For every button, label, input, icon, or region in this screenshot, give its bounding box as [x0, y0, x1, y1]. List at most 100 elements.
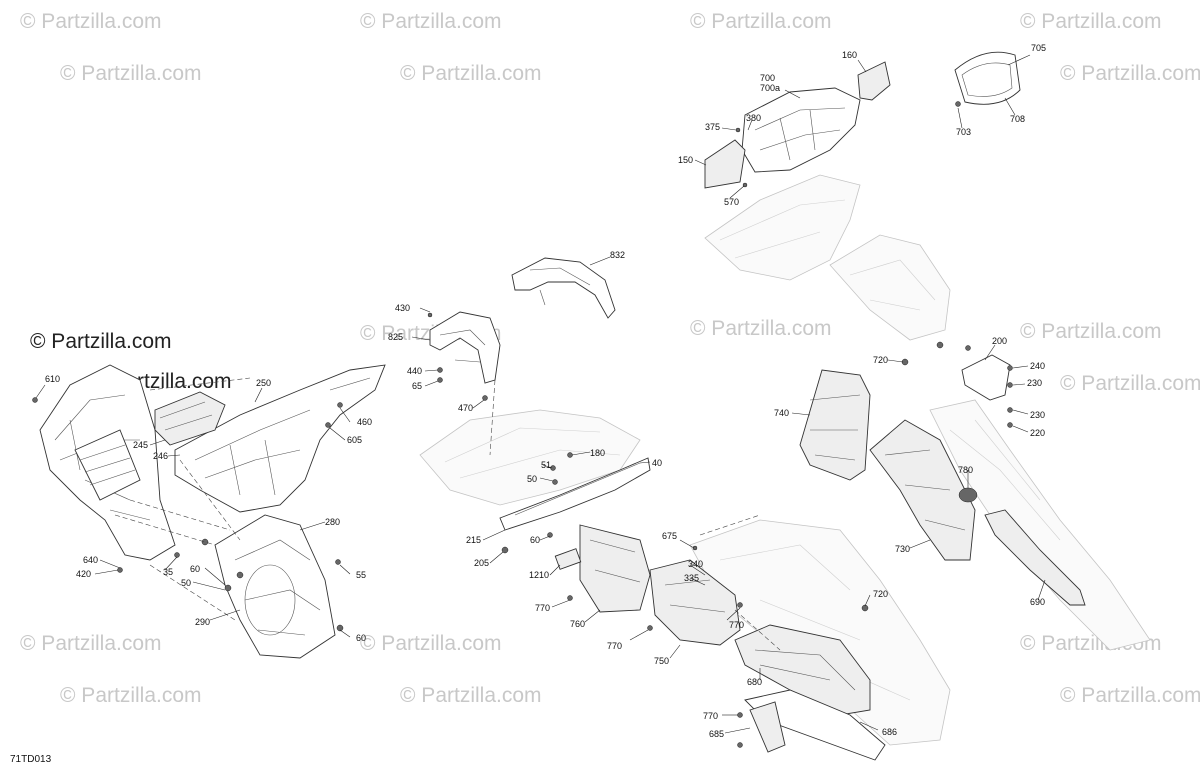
- watermark: © Partzilla.com: [400, 62, 542, 85]
- callout-labels: 160 705 700 700a 375 380 150 570 703 708…: [45, 43, 1046, 739]
- callout-40[interactable]: 40: [652, 458, 662, 468]
- watermark: © Partzilla.com: [1020, 10, 1162, 33]
- callout-680[interactable]: 680: [747, 677, 762, 687]
- callout-55[interactable]: 55: [356, 570, 366, 580]
- dashboard-top: [741, 87, 861, 173]
- callout-605[interactable]: 605: [347, 435, 362, 445]
- callout-205[interactable]: 205: [474, 558, 489, 568]
- right-panels: [734, 354, 1086, 761]
- crossmember-40: [499, 457, 651, 531]
- side-body-ghost: [929, 399, 1151, 651]
- callout-470[interactable]: 470: [458, 403, 473, 413]
- callout-1210[interactable]: 1210: [529, 570, 549, 580]
- callout-50[interactable]: 50: [527, 474, 537, 484]
- panel-760: [579, 524, 651, 613]
- callout-703[interactable]: 703: [956, 127, 971, 137]
- callout-290[interactable]: 290: [195, 617, 210, 627]
- watermark: © Partzilla.com: [20, 632, 162, 655]
- callout-770[interactable]: 770: [607, 641, 622, 651]
- callout-780[interactable]: 780: [958, 465, 973, 475]
- callout-51[interactable]: 51: [541, 460, 551, 470]
- panel-750: [649, 559, 741, 646]
- callout-430[interactable]: 430: [395, 303, 410, 313]
- callout-675[interactable]: 675: [662, 531, 677, 541]
- callout-686[interactable]: 686: [882, 727, 897, 737]
- callout-375[interactable]: 375: [705, 122, 720, 132]
- callout-825[interactable]: 825: [388, 332, 403, 342]
- callout-610[interactable]: 610: [45, 374, 60, 384]
- callout-640[interactable]: 640: [83, 555, 98, 565]
- callout-770[interactable]: 770: [703, 711, 718, 721]
- callout-65[interactable]: 65: [412, 381, 422, 391]
- callout-60[interactable]: 60: [356, 633, 366, 643]
- leader-lines: [35, 54, 1046, 734]
- watermark: © Partzilla.com: [20, 10, 162, 33]
- callout-35[interactable]: 35: [163, 567, 173, 577]
- callout-832[interactable]: 832: [610, 250, 625, 260]
- panel-150: [704, 139, 746, 189]
- callout-720[interactable]: 720: [873, 355, 888, 365]
- callout-215[interactable]: 215: [466, 535, 481, 545]
- callout-760[interactable]: 760: [570, 619, 585, 629]
- callout-60[interactable]: 60: [530, 535, 540, 545]
- dashed-lines: [114, 377, 781, 651]
- callout-730[interactable]: 730: [895, 544, 910, 554]
- watermark: © Partzilla.com: [1060, 62, 1200, 85]
- hardware: [32, 127, 1013, 748]
- callout-230[interactable]: 230: [1027, 378, 1042, 388]
- callout-200[interactable]: 200: [992, 336, 1007, 346]
- bracket-200: [961, 354, 1011, 401]
- watermark: © Partzilla.com: [400, 684, 542, 707]
- watermark: © Partzilla.com: [360, 632, 502, 655]
- callout-230[interactable]: 230: [1030, 410, 1045, 420]
- callout-708[interactable]: 708: [1010, 114, 1025, 124]
- callout-180[interactable]: 180: [590, 448, 605, 458]
- callout-380[interactable]: 380: [746, 113, 761, 123]
- callout-705[interactable]: 705: [1031, 43, 1046, 53]
- callout-570[interactable]: 570: [724, 197, 739, 207]
- callout-220[interactable]: 220: [1030, 428, 1045, 438]
- frame-ghost-upper: [704, 174, 861, 281]
- callout-60[interactable]: 60: [190, 564, 200, 574]
- watermark: © Partzilla.com: [1020, 320, 1162, 343]
- callout-50[interactable]: 50: [181, 578, 191, 588]
- callout-720[interactable]: 720: [873, 589, 888, 599]
- callout-460[interactable]: 460: [357, 417, 372, 427]
- front-frame-assembly: [39, 364, 386, 659]
- center-panels: [499, 457, 741, 646]
- callout-150[interactable]: 150: [678, 155, 693, 165]
- callout-750[interactable]: 750: [654, 656, 669, 666]
- callout-250[interactable]: 250: [256, 378, 271, 388]
- roll-bar-assembly: [429, 257, 616, 384]
- callout-160[interactable]: 160: [842, 50, 857, 60]
- callout-245[interactable]: 245: [133, 440, 148, 450]
- panel-730: [869, 419, 976, 561]
- frame-250: [174, 364, 386, 513]
- callout-740[interactable]: 740: [774, 408, 789, 418]
- callout-240[interactable]: 240: [1030, 361, 1045, 371]
- bar-832: [511, 257, 616, 319]
- bar-825: [429, 311, 501, 384]
- callout-335[interactable]: 335: [684, 573, 699, 583]
- callout-690[interactable]: 690: [1030, 597, 1045, 607]
- callout-700[interactable]: 700: [760, 73, 775, 83]
- label-1210: [554, 548, 582, 570]
- callout-770[interactable]: 770: [729, 620, 744, 630]
- callout-440[interactable]: 440: [407, 366, 422, 376]
- callout-700a[interactable]: 700a: [760, 83, 780, 93]
- cluster-705: [954, 51, 1021, 105]
- callout-420[interactable]: 420: [76, 569, 91, 579]
- watermark: © Partzilla.com: [60, 62, 202, 85]
- floor-pan-outline: [419, 409, 641, 506]
- callout-280[interactable]: 280: [325, 517, 340, 527]
- screw-703: [955, 101, 961, 107]
- callout-685[interactable]: 685: [709, 729, 724, 739]
- panel-740: [799, 369, 871, 481]
- panel-690: [984, 509, 1086, 606]
- watermark: © Partzilla.com: [360, 10, 502, 33]
- bracket-245: [154, 391, 226, 446]
- callout-340[interactable]: 340: [688, 559, 703, 569]
- callout-770[interactable]: 770: [535, 603, 550, 613]
- callout-246[interactable]: 246: [153, 451, 168, 461]
